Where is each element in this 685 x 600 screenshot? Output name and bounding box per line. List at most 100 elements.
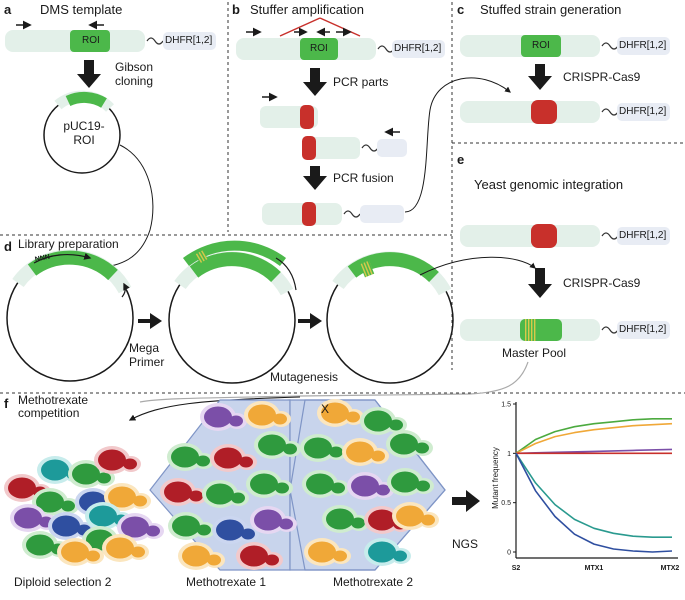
yeast-cell [392,502,439,530]
mutation-stripe-d3 [359,260,375,278]
panel-letter-c: c [457,2,465,17]
panel-d-art [6,240,536,384]
dna-e-top [460,225,600,247]
big-arrow-b2 [303,166,327,190]
dhfr-label-e2: DHFR[1,2] [619,324,667,335]
yeast-cell [167,443,214,471]
dhfr-box-c2 [617,103,670,121]
primer-tail-d1 [121,282,130,298]
outer-strand-d2 [275,257,297,291]
y-tick-label: 1 [507,451,511,458]
arrow-d-to-e [419,256,536,276]
big-arrow-c [528,64,552,90]
series-line [515,452,672,538]
panel-e-art [460,224,670,341]
yeast-cell [68,460,115,488]
y-tick-label: 0 [507,550,511,557]
part2-dna [302,137,360,159]
methotrexate-1-label: Methotrexate 1 [186,575,267,589]
squiggle-c1 [601,42,619,50]
dhfr-label-a: DHFR[1,2] [165,35,213,46]
big-arrow-a [77,60,101,88]
squiggle-fusion [343,210,361,218]
title-methotrexate-competition: Methotrexate competition [18,393,89,421]
squiggle-part2 [361,144,379,152]
yeast-cell [117,513,164,541]
yeast-cell [322,505,369,533]
yeast-cell [168,512,215,540]
roi-label-b: ROI [310,43,328,54]
dhfr-box-e1 [617,227,670,245]
roi-block-c [521,35,561,57]
plasmid-label-a: pUC19-ROI [63,119,105,147]
mutation-stripe-e [525,319,537,341]
pcr-fusion-label: PCR fusion [333,171,394,185]
series-line [515,452,673,553]
panel-c-art [460,35,670,124]
diploid-selection-label: Diploid selection 2 [14,575,112,589]
yeast-cell [48,512,95,540]
yeast-cell [94,446,141,474]
methotrexate-2-label: Methotrexate 2 [333,575,414,589]
master-pool-label: Master Pool [502,346,567,360]
title-library-preparation: Library preparation [18,237,119,251]
series-line [515,422,673,455]
squiggle-b [377,45,395,53]
stuffer-block-c [531,100,557,124]
squiggle-e1 [601,232,619,240]
dhfr-box-b [392,40,445,58]
yeast-cell [210,444,257,472]
mega-primer-d1 [33,252,92,264]
chart-y-label: Mutant frequency [491,447,500,509]
yeast-cell [304,538,351,566]
yeast-cell [387,468,434,496]
yeast-cell [244,401,291,429]
roi-label-a: ROI [82,35,100,46]
panel-letter-f: f [4,396,9,411]
x-tick-label: MTX2 [661,565,680,572]
dhfr-label-c1: DHFR[1,2] [619,40,667,51]
series-line [515,418,672,454]
yeast-cell [302,470,349,498]
y-tick-label: 1.5 [501,402,511,409]
big-arrow-e [528,268,552,298]
yeast-cell [160,478,207,506]
fusion-stuffer [302,202,316,226]
arrow-d1 [138,313,162,329]
arrow-pool-to-competition [139,361,529,403]
panel-letter-d: d [4,239,12,254]
mutation-stripe-d2 [195,250,208,264]
title-stuffer-amplification: Stuffer amplification [250,2,364,17]
y-tick-label: 0.5 [501,500,511,507]
gibson-cloning-label: Gibson cloning [115,60,154,88]
panel-letter-a: a [4,2,12,17]
arrow-a-to-d [98,144,154,271]
fusion-dhfr [360,205,404,223]
title-stuffed-strain: Stuffed strain generation [480,2,622,17]
mutagenesis-label: Mutagenesis [270,370,339,384]
yeast-cell [254,431,301,459]
squiggle-c2 [601,108,619,116]
plasmid-d2-roi [189,252,281,283]
squiggle-a [146,37,164,45]
cross-label: X [321,402,330,416]
squiggle-e2 [601,326,619,334]
x-tick-label: MTX1 [585,565,604,572]
part1-stuffer [300,105,314,129]
yeast-cell [10,504,57,532]
big-arrow-b1 [303,68,327,96]
stuffer-primer-left [279,17,321,37]
part2-stuffer [302,136,316,160]
yeast-cell [104,483,151,511]
panel-letter-b: b [232,2,240,17]
crispr-label-e: CRISPR-Cas9 [563,276,641,290]
yeast-cell [342,438,389,466]
yeast-cell [246,470,293,498]
yeast-cell [364,538,411,566]
mega-primer-label: Mega Primer [129,341,165,369]
arrow-to-diploid [128,396,301,421]
arrow-b-to-c [404,77,511,213]
